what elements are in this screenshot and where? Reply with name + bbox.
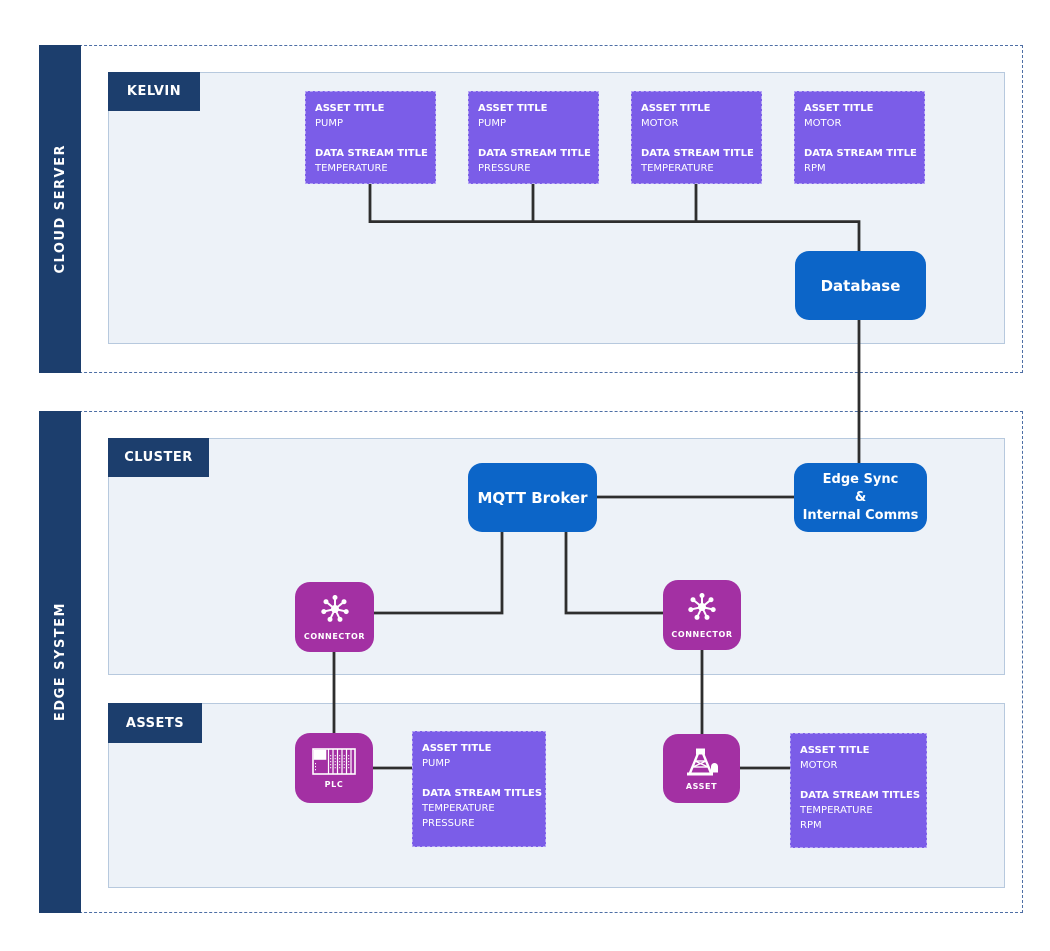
tab-kelvin: KELVIN bbox=[108, 72, 200, 111]
asset-title-label: ASSET TITLE bbox=[422, 743, 492, 754]
asset-card-pump-temperature: ASSET TITLE PUMP DATA STREAM TITLE TEMPE… bbox=[305, 91, 436, 184]
mqtt-broker-label: MQTT Broker bbox=[477, 488, 588, 507]
asset-title-value: PUMP bbox=[478, 118, 507, 129]
sidebar-edge-system: EDGE SYSTEM bbox=[39, 411, 81, 913]
stream-title-label: DATA STREAM TITLE bbox=[641, 148, 754, 159]
edge-sync-line2: & bbox=[854, 489, 867, 505]
asset-card-pump-pressure: ASSET TITLE PUMP DATA STREAM TITLE PRESS… bbox=[468, 91, 599, 184]
tab-cluster: CLUSTER bbox=[108, 438, 209, 477]
asset-title-label: ASSET TITLE bbox=[315, 103, 385, 114]
connector-label: CONNECTOR bbox=[303, 632, 366, 641]
stream-title-label: DATA STREAM TITLES bbox=[800, 790, 921, 801]
asset-title-label: ASSET TITLE bbox=[800, 745, 870, 756]
stream-value: TEMPERATURE bbox=[422, 803, 495, 814]
asset-title-value: MOTOR bbox=[800, 760, 838, 771]
database-label: Database bbox=[820, 276, 901, 295]
sidebar-cloud-server: CLOUD SERVER bbox=[39, 45, 81, 373]
stream-value: RPM bbox=[804, 163, 826, 174]
asset-node: ASSET bbox=[663, 734, 740, 803]
plc-rack-icon bbox=[312, 748, 356, 775]
stream-value: TEMPERATURE bbox=[800, 805, 873, 816]
asset-title-label: ASSET TITLE bbox=[478, 103, 548, 114]
asset-card-motor-rpm: ASSET TITLE MOTOR DATA STREAM TITLE RPM bbox=[794, 91, 925, 184]
oil-derrick-icon bbox=[686, 748, 718, 775]
asset-title-value: PUMP bbox=[315, 118, 344, 129]
asset-card-motor-temperature: ASSET TITLE MOTOR DATA STREAM TITLE TEMP… bbox=[631, 91, 762, 184]
tab-assets-label: ASSETS bbox=[125, 715, 185, 731]
edge-sync-line3: Internal Comms bbox=[802, 507, 919, 523]
asset-title-label: ASSET TITLE bbox=[641, 103, 711, 114]
edge-sync-node: Edge Sync & Internal Comms bbox=[794, 463, 927, 532]
stream-value: PRESSURE bbox=[478, 163, 531, 174]
asset-title-value: PUMP bbox=[422, 758, 451, 769]
plc-node: PLC bbox=[295, 733, 373, 803]
asset-title-value: MOTOR bbox=[804, 118, 842, 129]
asset-title-label: ASSET TITLE bbox=[804, 103, 874, 114]
stream-title-label: DATA STREAM TITLE bbox=[315, 148, 428, 159]
database-node: Database bbox=[795, 251, 926, 320]
stream-title-label: DATA STREAM TITLE bbox=[478, 148, 591, 159]
edge-sync-line1: Edge Sync bbox=[822, 471, 899, 487]
connector-hub-icon bbox=[320, 595, 349, 622]
stream-value: RPM bbox=[800, 820, 822, 831]
stream-value: TEMPERATURE bbox=[315, 163, 388, 174]
connector-node-right: CONNECTOR bbox=[663, 580, 741, 650]
stream-title-label: DATA STREAM TITLES bbox=[422, 788, 543, 799]
tab-assets: ASSETS bbox=[108, 703, 202, 743]
tab-cluster-label: CLUSTER bbox=[124, 450, 193, 465]
stream-title-label: DATA STREAM TITLE bbox=[804, 148, 917, 159]
stream-value: PRESSURE bbox=[422, 818, 475, 829]
connector-label: CONNECTOR bbox=[671, 630, 733, 639]
asset-card-plc-pump: ASSET TITLE PUMP DATA STREAM TITLES TEMP… bbox=[412, 731, 546, 847]
asset-label: ASSET bbox=[685, 781, 718, 791]
mqtt-broker-node: MQTT Broker bbox=[468, 463, 597, 532]
asset-card-asset-motor: ASSET TITLE MOTOR DATA STREAM TITLES TEM… bbox=[790, 733, 927, 848]
stream-value: TEMPERATURE bbox=[641, 163, 714, 174]
connector-hub-icon bbox=[688, 593, 716, 620]
plc-label: PLC bbox=[324, 780, 344, 789]
asset-title-value: MOTOR bbox=[641, 118, 679, 129]
connector-node-left: CONNECTOR bbox=[295, 582, 374, 652]
tab-kelvin-label: KELVIN bbox=[126, 84, 182, 99]
